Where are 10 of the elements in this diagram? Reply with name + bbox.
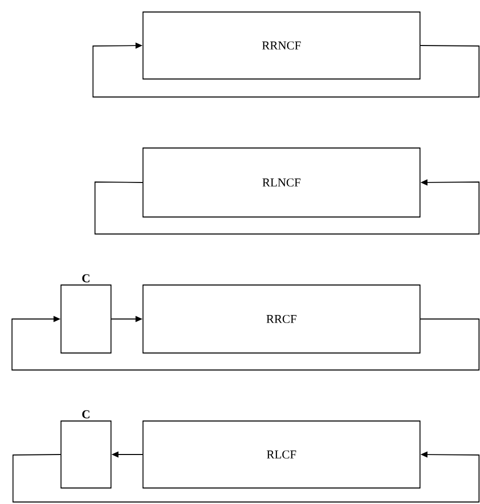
arrow — [92, 42, 480, 98]
block-box: RLCF — [142, 420, 420, 488]
arrow — [12, 316, 480, 370]
node-label: C — [82, 274, 90, 282]
node-label: C — [82, 410, 90, 418]
block-box: RRCF — [142, 284, 420, 354]
block-box: C — [60, 274, 112, 354]
block-box: RRNCF — [142, 12, 420, 80]
block-box: RLNCF — [142, 148, 420, 218]
block-box: C — [60, 410, 112, 488]
